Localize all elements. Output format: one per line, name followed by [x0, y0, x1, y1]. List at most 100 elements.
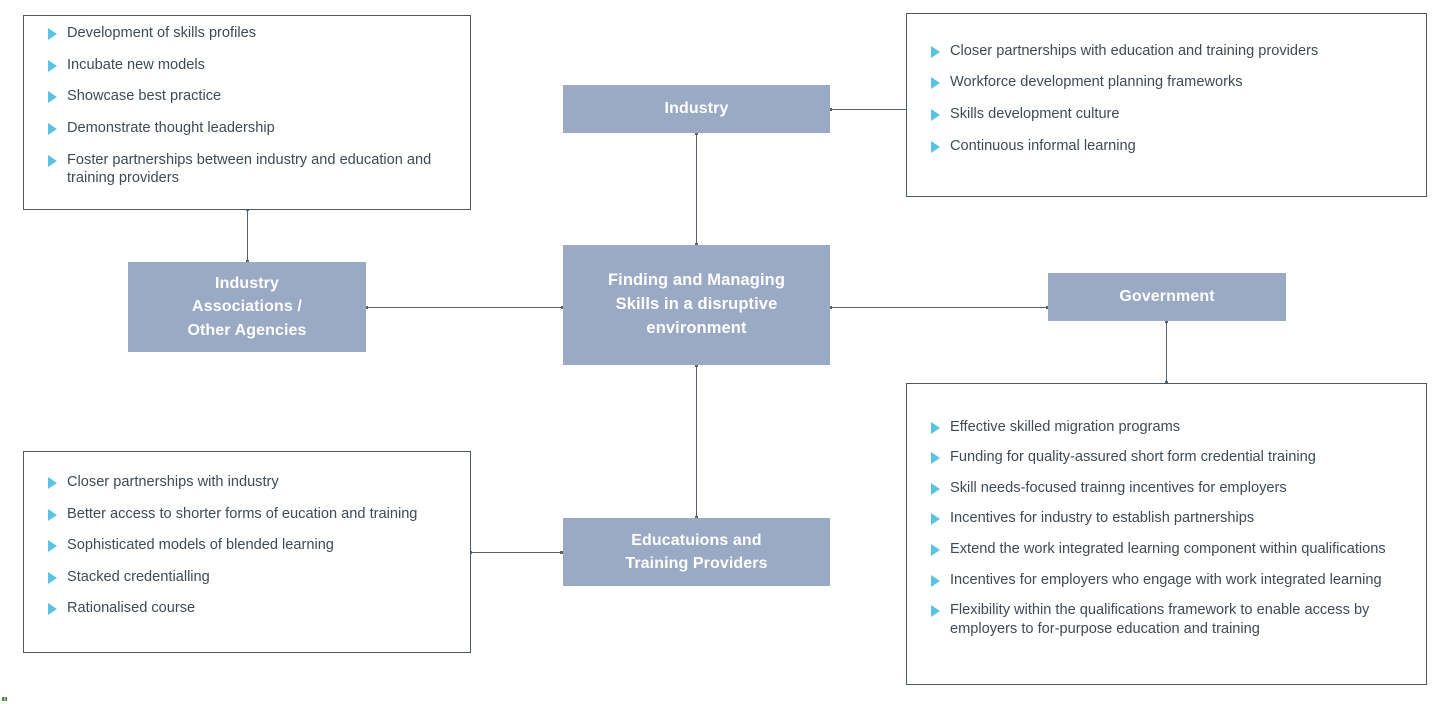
triangle-right-icon [931, 109, 940, 121]
list-item: Foster partnerships between industry and… [48, 151, 452, 188]
list-item: Incubate new models [48, 56, 452, 75]
list-item: Stacked credentialling [48, 568, 452, 587]
list-item: Workforce development planning framework… [931, 73, 1408, 92]
list-item-label: Incentives for employers who engage with… [950, 571, 1382, 588]
node-government[interactable]: Government [1048, 273, 1286, 321]
triangle-right-icon [931, 513, 940, 526]
list-item-label: Sophisticated models of blended learning [67, 537, 334, 554]
connector-center-to-government [830, 307, 1048, 308]
triangle-right-icon [931, 140, 940, 153]
list-industry-associations: Development of skills profiles Incubate … [48, 24, 452, 200]
list-item: Rationalised course [48, 599, 452, 618]
list-item: Demonstrate thought leadership [48, 119, 452, 138]
connector-cap [1165, 381, 1168, 384]
triangle-right-icon [931, 482, 940, 495]
list-box-government: Effective skilled migration programs Fun… [906, 383, 1427, 685]
list-item-label: Development of skills profiles [67, 25, 256, 42]
list-item-label: Incubate new models [67, 56, 205, 73]
list-item: Skills development culture [931, 105, 1408, 124]
connector-cap [1165, 320, 1168, 323]
triangle-right-icon [931, 574, 940, 587]
list-item: Continuous informal learning [931, 137, 1408, 156]
connector-cap [695, 516, 698, 519]
triangle-right-icon [931, 452, 940, 465]
list-education-training-providers: Closer partnerships with industry Better… [48, 473, 452, 631]
triangle-right-icon [931, 77, 940, 90]
node-industry-associations[interactable]: Industry Associations / Other Agencies [128, 262, 366, 352]
connector-cap [695, 243, 698, 246]
list-item: Funding for quality-assured short form c… [931, 448, 1408, 467]
triangle-right-icon [48, 603, 57, 616]
list-item-label: Foster partnerships between industry and… [67, 151, 432, 187]
connector-center-to-education [696, 365, 697, 518]
node-education-training-providers[interactable]: Educatuions and Training Providers [563, 518, 830, 586]
connector-government-to-detail [1166, 321, 1167, 383]
connector-industry-to-center [696, 133, 697, 245]
triangle-right-icon [48, 154, 57, 167]
connector-cap [561, 306, 564, 309]
list-item: Incentives for industry to establish par… [931, 509, 1408, 528]
connector-assoc-list-to-assoc-node [247, 209, 248, 262]
connector-cap [695, 364, 698, 367]
list-item-label: Workforce development planning framework… [950, 74, 1243, 91]
node-center-topic[interactable]: Finding and Managing Skills in a disrupt… [563, 245, 830, 365]
list-item-label: Stacked credentialling [67, 568, 210, 585]
list-item-label: Incentives for industry to establish par… [950, 510, 1255, 527]
triangle-right-icon [48, 91, 57, 104]
connector-cap [365, 306, 368, 309]
list-item-label: Closer partnerships with industry [67, 474, 279, 491]
connector-cap [246, 260, 249, 263]
connector-cap [695, 132, 698, 135]
connector-cap [560, 551, 563, 554]
list-item: Skill needs-focused trainng incentives f… [931, 479, 1408, 498]
list-item: Extend the work integrated learning comp… [931, 540, 1408, 559]
list-item-label: Closer partnerships with education and t… [950, 42, 1319, 59]
list-item-label: Skill needs-focused trainng incentives f… [950, 479, 1287, 496]
list-item: Sophisticated models of blended learning [48, 536, 452, 555]
list-item-label: Showcase best practice [67, 88, 222, 105]
connector-assoc-to-center [366, 307, 563, 308]
node-industry-label: Industry [664, 100, 729, 118]
connector-education-to-list [470, 552, 563, 553]
list-industry: Closer partnerships with education and t… [931, 42, 1408, 168]
node-industry[interactable]: Industry [563, 85, 830, 133]
connector-cap [1046, 306, 1049, 309]
connector-industry-to-detail [830, 109, 906, 110]
list-item: Closer partnerships with education and t… [931, 42, 1408, 61]
list-item-label: Flexibility within the qualifications fr… [950, 602, 1370, 637]
list-item: Showcase best practice [48, 87, 452, 106]
corner-artifact [2, 697, 7, 701]
node-government-label: Government [1119, 288, 1215, 306]
node-industry-associations-label: Industry Associations / Other Agencies [187, 275, 307, 339]
triangle-right-icon [48, 508, 57, 521]
list-item: Effective skilled migration programs [931, 418, 1408, 437]
connector-cap [829, 306, 832, 309]
triangle-right-icon [931, 544, 940, 556]
list-item-label: Demonstrate thought leadership [67, 120, 275, 136]
triangle-right-icon [48, 571, 57, 584]
list-box-industry-associations: Development of skills profiles Incubate … [23, 15, 471, 210]
triangle-right-icon [48, 59, 57, 72]
list-item: Closer partnerships with industry [48, 473, 452, 492]
list-item-label: Funding for quality-assured short form c… [950, 449, 1316, 466]
node-education-training-providers-label: Educatuions and Training Providers [625, 531, 768, 572]
triangle-right-icon [931, 45, 940, 58]
list-item-label: Skills development culture [950, 106, 1120, 122]
node-center-topic-label: Finding and Managing Skills in a disrupt… [607, 271, 786, 337]
triangle-right-icon [48, 477, 57, 490]
list-item: Incentives for employers who engage with… [931, 571, 1408, 590]
connector-cap [829, 108, 832, 111]
triangle-right-icon [48, 123, 57, 135]
list-government: Effective skilled migration programs Fun… [931, 418, 1408, 650]
triangle-right-icon [48, 28, 57, 41]
list-item-label: Effective skilled migration programs [950, 418, 1181, 435]
list-box-education-training-providers: Closer partnerships with industry Better… [23, 451, 471, 653]
list-item: Flexibility within the qualifications fr… [931, 601, 1408, 638]
triangle-right-icon [931, 605, 940, 618]
list-item: Development of skills profiles [48, 24, 452, 43]
triangle-right-icon [931, 421, 940, 434]
triangle-right-icon [48, 540, 57, 553]
list-box-industry: Closer partnerships with education and t… [906, 13, 1427, 197]
list-item-label: Rationalised course [67, 600, 196, 617]
